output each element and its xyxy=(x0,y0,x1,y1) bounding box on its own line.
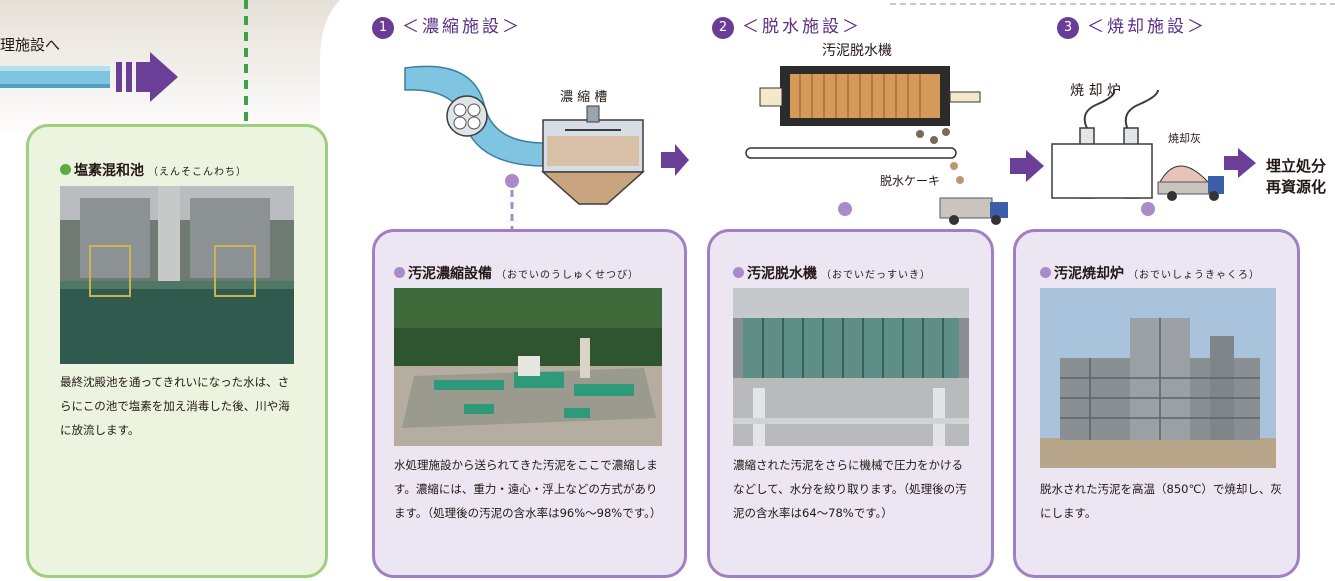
card-3-description: 濃縮された汚泥をさらに機械で圧力をかけるなどして、水分を絞り取ります。（処理後の… xyxy=(733,458,967,520)
card-1-reading: （えんそこんわち） xyxy=(148,167,247,178)
card-1-title-text: 塩素混和池 xyxy=(74,163,144,179)
end-label-line2: 再資源化 xyxy=(1266,178,1327,196)
card-2-title-text: 汚泥濃縮設備 xyxy=(408,266,492,282)
stage-1-number: 1 xyxy=(372,17,394,39)
card-1-title: 塩素混和池 （えんそこんわち） xyxy=(60,160,247,180)
card-4-title: 汚泥焼却炉 （おでいしょうきゃくろ） xyxy=(1040,263,1260,283)
thickener-label: 濃 縮 槽 xyxy=(560,90,608,105)
dewatering-illustration xyxy=(745,66,1008,225)
dewatering-machine-photo xyxy=(733,288,969,446)
dewatering-machine-label: 汚泥脱水機 xyxy=(822,43,892,59)
card-2-bullet-icon xyxy=(394,267,405,278)
card-4-title-text: 汚泥焼却炉 xyxy=(1054,266,1124,282)
thickener-pin xyxy=(505,174,519,188)
card-4-reading: （おでいしょうきゃくろ） xyxy=(1128,270,1260,281)
card-1-description: 最終沈殿池を通ってきれいになった水は、さらにこの池で塩素を加え消毒した後、川や海… xyxy=(60,375,290,437)
card-2-description: 水処理施設から送られてきた汚泥をここで濃縮します。濃縮には、重力・遠心・浮上など… xyxy=(394,458,662,520)
card-3-title-text: 汚泥脱水機 xyxy=(747,266,817,282)
stage-1-title: 1 ＜濃縮施設＞ xyxy=(372,12,522,39)
dewatering-pin xyxy=(838,202,852,216)
card-3-title: 汚泥脱水機 （おでいだっすいき） xyxy=(733,263,931,283)
thickening-facility-photo xyxy=(394,288,662,446)
final-arrow xyxy=(1224,148,1256,178)
chlorine-basin-photo xyxy=(60,186,294,364)
end-label-line1: 埋立処分 xyxy=(1266,157,1327,175)
stage-3-title: 3 ＜焼却施設＞ xyxy=(1057,12,1207,39)
card-2-title: 汚泥濃縮設備 （おでいのうしゅくせつび） xyxy=(394,263,639,283)
incinerator-illustration xyxy=(1051,90,1224,201)
thickener-illustration xyxy=(404,65,689,205)
card-4-description: 脱水された汚泥を高温（850℃）で焼却し、灰にします。 xyxy=(1040,482,1282,520)
card-2-reading: （おでいのうしゅくせつび） xyxy=(496,270,639,281)
stage-3-number: 3 xyxy=(1057,17,1079,39)
card-4-bullet-icon xyxy=(1040,267,1051,278)
to-treatment-label: 理施設へ xyxy=(0,36,61,54)
stage-3-title-text: ＜焼却施設＞ xyxy=(1087,17,1207,37)
stage-2-to-3-arrow xyxy=(1010,150,1044,182)
pipe-arrow-to-treatment xyxy=(0,52,178,102)
end-label: 埋立処分 再資源化 xyxy=(1266,156,1326,198)
dewatered-cake-label: 脱水ケーキ xyxy=(880,174,941,188)
stage-2-title-text: ＜脱水施設＞ xyxy=(742,17,862,37)
card-1-bullet-icon xyxy=(60,164,71,175)
incinerator-pin xyxy=(1141,202,1155,216)
incinerator-label: 焼 却 炉 xyxy=(1070,83,1121,99)
stage-1-title-text: ＜濃縮施設＞ xyxy=(402,17,522,37)
card-3-reading: （おでいだっすいき） xyxy=(821,270,931,281)
card-3-bullet-icon xyxy=(733,267,744,278)
stage-2-number: 2 xyxy=(712,17,734,39)
incinerator-photo xyxy=(1040,288,1276,468)
stage-2-title: 2 ＜脱水施設＞ xyxy=(712,12,862,39)
incineration-ash-label: 焼却灰 xyxy=(1168,132,1201,145)
